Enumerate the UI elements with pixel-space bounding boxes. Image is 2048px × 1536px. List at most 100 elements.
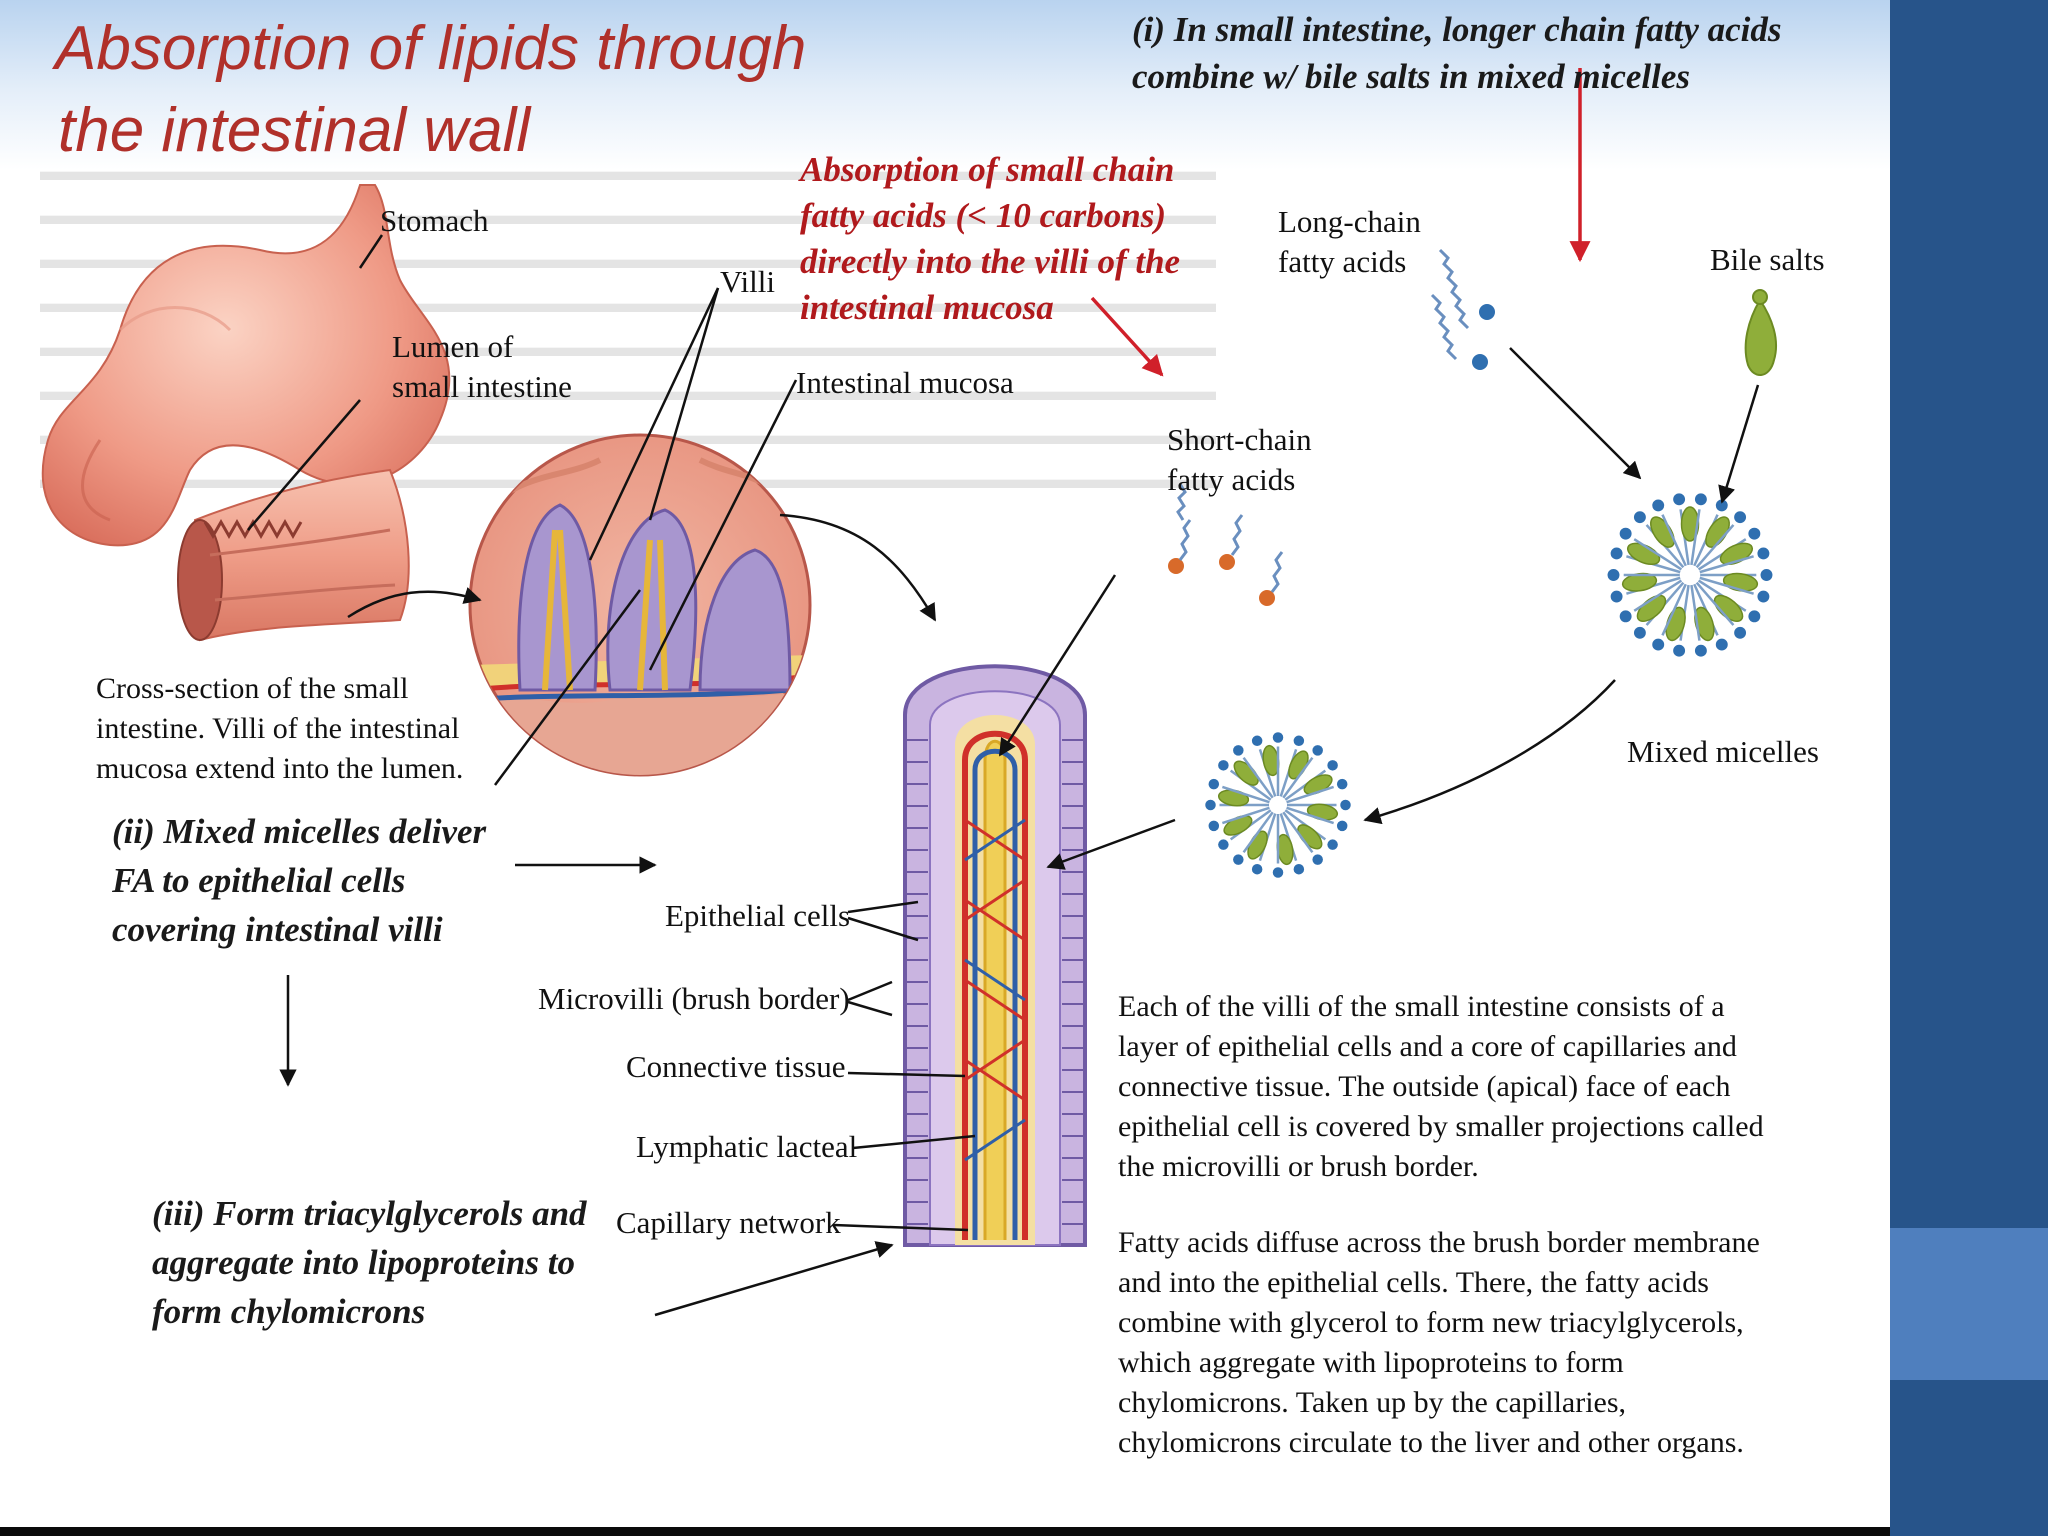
fatty-acid-head (1272, 732, 1284, 743)
fatty-acid-head (1757, 547, 1770, 560)
fatty-acid-head (1619, 610, 1632, 623)
fatty-acid-tail (1699, 555, 1754, 574)
step-ii-note-line3: covering intestinal villi (112, 910, 443, 949)
red-pointer-arrows (1090, 68, 1591, 377)
mixed-micelle-large (1607, 493, 1773, 657)
step-i-note-line1: (i) In small intestine, longer chain fat… (1132, 10, 1782, 49)
fatty-acid-tail (1695, 524, 1735, 569)
fatty-acid-head (1272, 867, 1284, 878)
fatty-acid-head (1340, 799, 1351, 811)
label-intestinal-mucosa: Intestinal mucosa (796, 365, 1014, 400)
fatty-acid-head (1633, 626, 1646, 639)
fatty-acid-tail (1221, 806, 1270, 825)
fatty-acid-tail (1221, 785, 1270, 804)
label-lumen-line1: Lumen of (392, 329, 514, 364)
slide-bottom-border (0, 1527, 1890, 1536)
fatty-acid-head (1734, 626, 1747, 639)
fatty-acid-head (1610, 590, 1623, 603)
fatty-acid-head (1673, 644, 1686, 657)
short-chain-note-line2: fatty acids (< 10 carbons) (800, 196, 1167, 235)
label-epithelial-cells: Epithelial cells (665, 898, 851, 933)
fatty-acid-head (1607, 569, 1620, 581)
fatty-acid-head (1233, 745, 1244, 756)
epithelial-cell-bands (907, 739, 1083, 1225)
label-stomach: Stomach (380, 203, 489, 238)
fatty-acid-description-line: combine with glycerol to form new triacy… (1118, 1306, 1744, 1339)
label-capillary-network: Capillary network (616, 1205, 841, 1240)
cross-section-circle (468, 433, 812, 777)
label-lumen-line2: small intestine (392, 369, 572, 404)
slide: ▬▬▬▬▬▬▬▬▬▬▬▬▬▬▬▬▬▬▬▬▬▬▬▬▬▬▬▬▬▬▬▬▬▬▬▬▬▬▬▬… (0, 0, 1890, 1527)
step-iii-note-line2: aggregate into lipoproteins to (152, 1243, 575, 1282)
slide-title-line2: the intestinal wall (58, 96, 531, 165)
villi-description-line: connective tissue. The outside (apical) … (1118, 1070, 1731, 1103)
fatty-acid-description-line: chylomicrons. Taken up by the capillarie… (1118, 1386, 1627, 1419)
fatty-acid-head (1218, 760, 1229, 771)
fatty-acid-head (1652, 638, 1665, 651)
fatty-acid-head (1208, 820, 1220, 832)
fatty-acid-head (1694, 493, 1707, 506)
step-iii-note-line3: form chylomicrons (152, 1292, 426, 1331)
fatty-acid-description-line: Fatty acids diffuse across the brush bor… (1118, 1226, 1760, 1259)
fatty-acid-tail (1282, 756, 1314, 799)
bile-salt-molecule (1650, 516, 1675, 548)
fatty-acid-tail (1690, 509, 1701, 566)
fatty-acid-head (1233, 854, 1244, 865)
fatty-acid-description: Fatty acids diffuse across the brush bor… (1118, 1223, 1760, 1463)
label-microvilli: Microvilli (brush border) (538, 981, 850, 1016)
fatty-acid-head (1336, 820, 1348, 832)
stomach-illustration (41, 184, 451, 547)
cross-section-caption-line2: intestine. Villi of the intestinal (96, 712, 460, 745)
label-short-chain-line2: fatty acids (1167, 462, 1296, 497)
cross-section-caption-line3: mucosa extend into the lumen. (96, 752, 464, 785)
long-chain-fatty-acids (1430, 248, 1495, 370)
label-mixed-micelles: Mixed micelles (1627, 734, 1819, 769)
mixed-micelle-small (1205, 732, 1351, 878)
fatty-acid-head (1327, 839, 1338, 850)
fatty-acid-tail (1695, 581, 1735, 626)
short-chain-note-line1: Absorption of small chain (800, 150, 1175, 189)
step-ii-note-line2: FA to epithelial cells (112, 861, 406, 900)
fatty-acid-description-line: chylomicrons circulate to the liver and … (1118, 1426, 1744, 1459)
short-chain-fatty-acids (1168, 483, 1284, 606)
fatty-acid-head (1652, 499, 1665, 512)
cross-section-caption-line1: Cross-section of the small (96, 672, 409, 705)
short-chain-note-line4: intestinal mucosa (800, 288, 1054, 327)
label-long-chain-line1: Long-chain (1278, 204, 1421, 239)
fatty-acid-tail (1690, 584, 1701, 641)
fatty-acid-tail (1242, 756, 1274, 799)
fatty-acid-description-line: and into the epithelial cells. There, th… (1118, 1266, 1709, 1299)
villus-illustration (903, 664, 1087, 1247)
slide-title-line1: Absorption of lipids through (55, 14, 807, 83)
label-connective-tissue: Connective tissue (626, 1049, 846, 1084)
fatty-acid-tail (1286, 806, 1335, 825)
fatty-acid-head (1694, 644, 1707, 657)
label-bile-salts: Bile salts (1710, 242, 1825, 277)
fatty-acid-head (1205, 799, 1216, 811)
fatty-acid-head (1312, 745, 1323, 756)
label-long-chain-line2: fatty acids (1278, 244, 1407, 279)
step-iii-note-line1: (iii) Form triacylglycerols and (152, 1194, 587, 1233)
fatty-acid-head (1633, 511, 1646, 524)
fatty-acid-head (1619, 527, 1632, 540)
fatty-acid-head (1757, 590, 1770, 603)
fatty-acid-head (1748, 527, 1761, 540)
fatty-acid-tail (1242, 811, 1274, 854)
fatty-acid-head (1208, 778, 1220, 790)
fatty-acid-tail (1633, 579, 1683, 612)
lipid-absorption-diagram (41, 68, 1778, 1317)
villi-description: Each of the villi of the small intestine… (1118, 987, 1764, 1187)
fatty-acid-tail (1699, 576, 1754, 595)
fatty-acid-head (1734, 511, 1747, 524)
bile-salt-molecule (1705, 516, 1730, 548)
flow-arrows (279, 347, 1760, 1317)
fatty-acid-head (1327, 760, 1338, 771)
leader-lines (247, 234, 976, 1232)
fatty-acid-description-line: which aggregate with lipoproteins to for… (1118, 1346, 1624, 1379)
slide-sidebar-band (1890, 1228, 2048, 1380)
fatty-acid-head (1673, 493, 1686, 506)
step-i-note-line2: combine w/ bile salts in mixed micelles (1132, 57, 1691, 96)
fatty-acid-tail (1633, 538, 1683, 571)
fatty-acid-tail (1282, 811, 1314, 854)
villi-description-line: epithelial cell is covered by smaller pr… (1118, 1110, 1764, 1143)
